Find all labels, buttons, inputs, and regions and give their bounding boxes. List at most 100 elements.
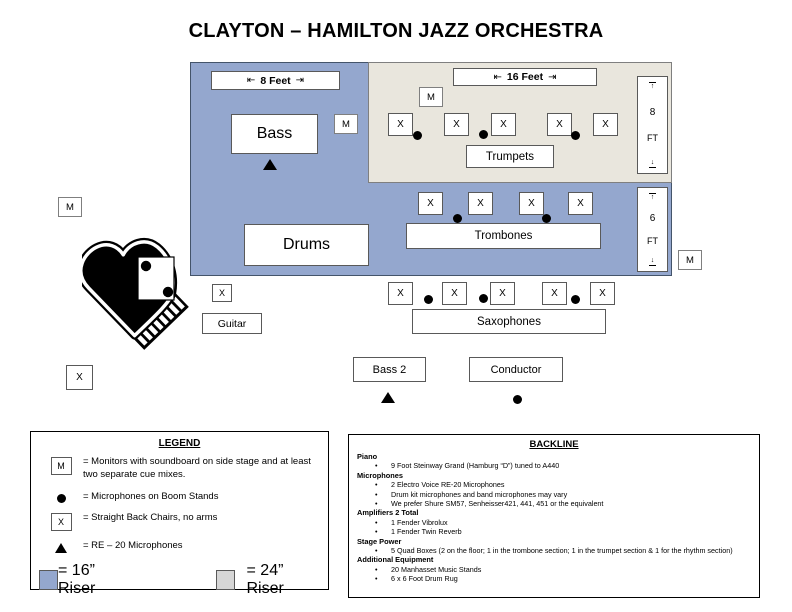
boom-mic-marker <box>412 130 422 140</box>
re20-mic-icon <box>55 543 67 554</box>
backline-bullet-item: • 5 Quad Boxes (2 on the floor; 1 in the … <box>357 546 751 555</box>
bullet-icon: • <box>375 480 378 490</box>
conductor-section-box: Conductor <box>469 357 563 382</box>
chair-icon: X <box>50 513 72 532</box>
bullet-icon: • <box>375 461 378 471</box>
legend-item-chairs: X = Straight Back Chairs, no arms <box>39 512 320 532</box>
legend-item-text: = Monitors with soundboard on side stage… <box>83 456 311 480</box>
arrow-up-to-bar-icon: ↑ <box>648 82 657 90</box>
bass2-section-box: Bass 2 <box>353 357 426 382</box>
riser-24-swatch <box>215 570 235 591</box>
boom-mic-icon <box>56 493 66 503</box>
boom-mic-marker <box>541 213 551 223</box>
bass-section-box: Bass <box>231 114 318 154</box>
backline-bullet-item: •Drum kit microphones and band microphon… <box>357 490 751 499</box>
legend-item-monitors: M = Monitors with soundboard on side sta… <box>39 456 320 482</box>
backline-section-header: Amplifiers 2 Total <box>357 508 419 518</box>
bullet-text: 2 Electro Voice RE-20 Microphones <box>391 480 505 490</box>
monitor-marker: M <box>58 197 82 217</box>
backline-section-header: Piano <box>357 452 378 461</box>
trumpets-section-box: Trumpets <box>466 145 554 168</box>
backline-panel: BACKLINE Piano•9 Foot Steinway Grand (Ha… <box>348 434 760 598</box>
boom-mic-marker <box>570 294 580 304</box>
chair-marker: X <box>468 192 493 215</box>
arrow-to-bar-left-icon: ⇤ <box>246 75 256 86</box>
chair-marker: X <box>547 113 572 136</box>
bullet-icon: • <box>375 517 378 527</box>
legend-item-text: = Straight Back Chairs, no arms <box>83 512 218 524</box>
legend-item-risers: = 16” Riser = 24” Riser <box>39 562 320 598</box>
re20-microphone-marker <box>381 391 395 403</box>
guitar-section-box: Guitar <box>202 313 262 334</box>
backline-bullet-item: • 1 Fender Twin Reverb <box>357 527 751 536</box>
height-marker-6ft: ↑ 6 FT ↓ <box>637 187 668 272</box>
chair-marker: X <box>442 282 467 305</box>
backline-section-header: Microphones <box>357 470 403 480</box>
chair-marker: X <box>542 282 567 305</box>
monitor-icon: M <box>50 457 72 475</box>
height-unit: FT <box>647 133 658 144</box>
bullet-icon: • <box>375 574 378 584</box>
chair-marker: X <box>212 284 232 302</box>
legend-title: LEGEND <box>158 438 201 449</box>
height-value: 8 <box>649 106 656 118</box>
bullet-text: 5 Quad Boxes (2 on the floor; 1 in the t… <box>391 546 733 556</box>
bullet-icon: • <box>375 527 378 537</box>
grand-piano-icon <box>82 237 189 350</box>
boom-mic-marker <box>512 394 522 404</box>
bullet-text: 9 Foot Steinway Grand (Hamburg “D”) tune… <box>391 461 560 471</box>
monitor-marker: M <box>334 114 358 134</box>
boom-mic-marker <box>478 129 488 139</box>
chair-marker: X <box>444 113 469 136</box>
boom-mic-marker <box>423 294 433 304</box>
page-title: CLAYTON – HAMILTON JAZZ ORCHESTRA <box>188 20 604 42</box>
chair-marker: X <box>418 192 443 215</box>
chair-marker: X <box>491 113 516 136</box>
arrow-down-to-bar-icon: ↓ <box>648 159 657 168</box>
bullet-icon: • <box>375 564 378 574</box>
boom-mic-marker <box>452 213 462 223</box>
chair-marker: X <box>388 282 413 305</box>
dimension-text: 8 Feet <box>260 74 291 87</box>
backline-bullet-item: • 2 Electro Voice RE-20 Microphones <box>357 480 751 489</box>
arrow-up-to-bar-icon: ↑ <box>648 193 657 201</box>
bullet-text: 1 Fender Twin Reverb <box>391 527 462 537</box>
arrow-down-to-bar-icon: ↓ <box>648 257 657 266</box>
legend-item-text: = RE – 20 Microphones <box>83 540 183 552</box>
dimension-label-16-feet: ⇤ 16 Feet ⇥ <box>453 68 597 86</box>
backline-bullet-item: • 6 x 6 Foot Drum Rug <box>357 574 751 583</box>
drums-section-box: Drums <box>244 224 369 266</box>
legend-item-re20: = RE – 20 Microphones <box>39 540 320 554</box>
chair-marker: X <box>490 282 515 305</box>
chair-marker: X <box>590 282 615 305</box>
backline-section-header: Stage Power <box>357 536 402 546</box>
bullet-icon: • <box>375 499 378 509</box>
height-unit: FT <box>647 235 658 246</box>
legend-panel: LEGEND M = Monitors with soundboard on s… <box>30 431 329 597</box>
riser-16-swatch <box>39 570 58 591</box>
dimension-label-8-feet: ⇤ 8 Feet ⇥ <box>211 71 340 90</box>
bullet-text: 1 Fender Vibrolux <box>391 517 448 527</box>
legend-riser16-text: = 16” Riser <box>58 562 96 598</box>
chair-marker: X <box>519 192 544 215</box>
chair-marker: X <box>568 192 593 215</box>
boom-mic-marker <box>570 130 580 140</box>
arrow-to-bar-left-icon: ⇤ <box>493 71 502 83</box>
boom-mic-marker <box>478 293 488 303</box>
arrow-to-bar-right-icon: ⇥ <box>295 75 305 86</box>
chair-marker: X <box>593 113 618 136</box>
backline-content: Piano•9 Foot Steinway Grand (Hamburg “D”… <box>357 452 751 584</box>
trombones-section-box: Trombones <box>406 223 601 249</box>
legend-item-microphones: = Microphones on Boom Stands <box>39 491 320 504</box>
height-value: 6 <box>649 213 656 225</box>
re20-microphone-marker <box>263 158 277 170</box>
bullet-icon: • <box>375 546 378 556</box>
backline-bullet-item: • 1 Fender Vibrolux <box>357 518 751 527</box>
monitor-marker: M <box>678 250 702 270</box>
dimension-text: 16 Feet <box>506 71 544 83</box>
bullet-text: We prefer Shure SM57, Senheisser421, 441… <box>391 499 604 509</box>
saxophones-section-box: Saxophones <box>412 309 606 334</box>
legend-riser24-text: = 24” Riser <box>246 562 284 598</box>
bullet-text: 6 x 6 Foot Drum Rug <box>391 574 458 584</box>
